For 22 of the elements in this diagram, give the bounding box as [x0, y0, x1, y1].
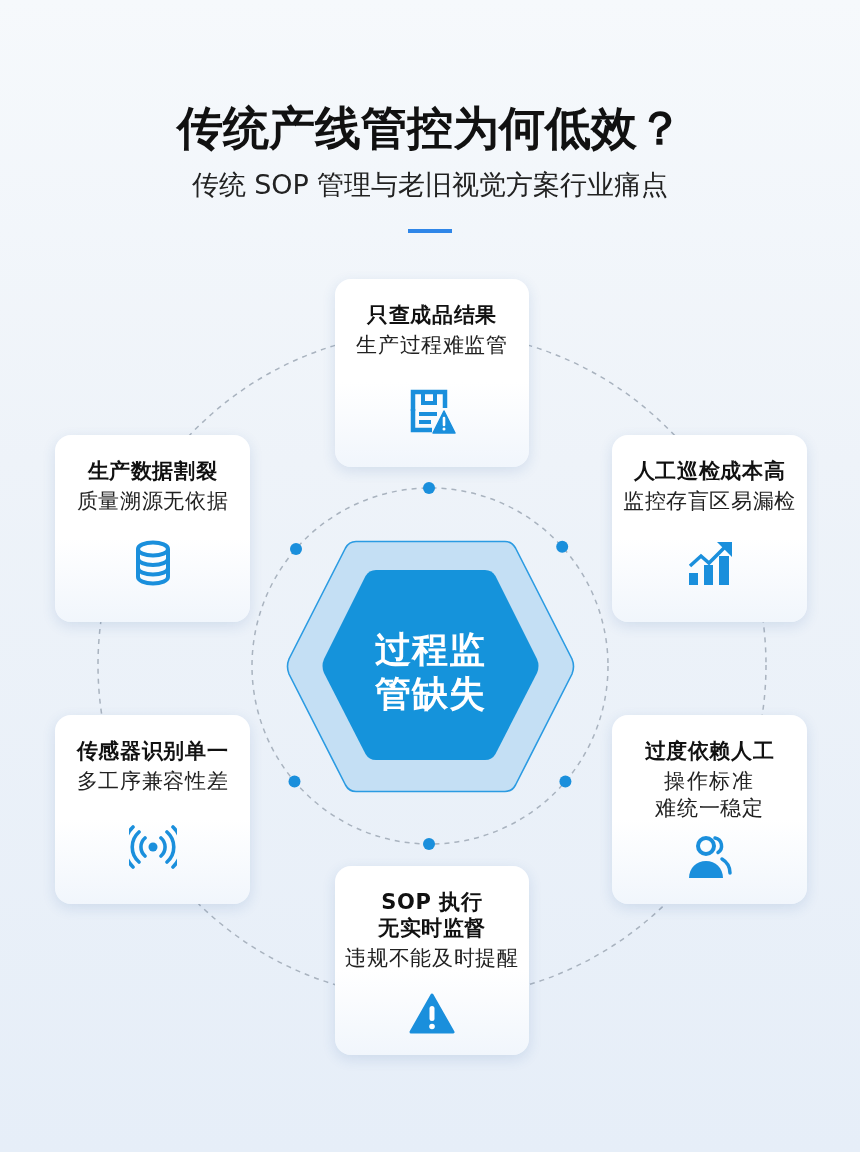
page-title: 传统产线管控为何低效？ — [177, 100, 683, 157]
subtitle: 传统 SOP 管理与老旧视觉方案行业痛点 — [191, 168, 669, 202]
card-heading: 过度依赖人工 — [644, 738, 775, 764]
card-heading: SOP 执行无实时监督 — [376, 889, 488, 941]
card-heading: 只查成品结果 — [367, 302, 497, 328]
card-text: 操作标准难统一稳定 — [654, 768, 765, 822]
problem-card — [612, 715, 807, 904]
problem-card — [55, 715, 250, 904]
problem-card — [335, 279, 529, 467]
hexagon-text: 过程监管缺失 — [374, 627, 487, 716]
card-text: 监控存盲区易漏检 — [622, 488, 796, 515]
card-text: 违规不能及时提醒 — [345, 945, 519, 972]
problem-card — [612, 435, 807, 622]
problem-card — [55, 435, 250, 622]
card-heading: 生产数据割裂 — [87, 458, 218, 484]
problem-card — [335, 866, 529, 1055]
card-text: 生产过程难监管 — [356, 332, 508, 359]
card-heading: 传感器识别单一 — [76, 738, 229, 764]
card-text: 多工序兼容性差 — [76, 768, 229, 795]
center-hexagon — [286, 540, 575, 793]
card-heading: 人工巡检成本高 — [633, 458, 786, 484]
card-text: 质量溯源无依据 — [76, 488, 229, 515]
